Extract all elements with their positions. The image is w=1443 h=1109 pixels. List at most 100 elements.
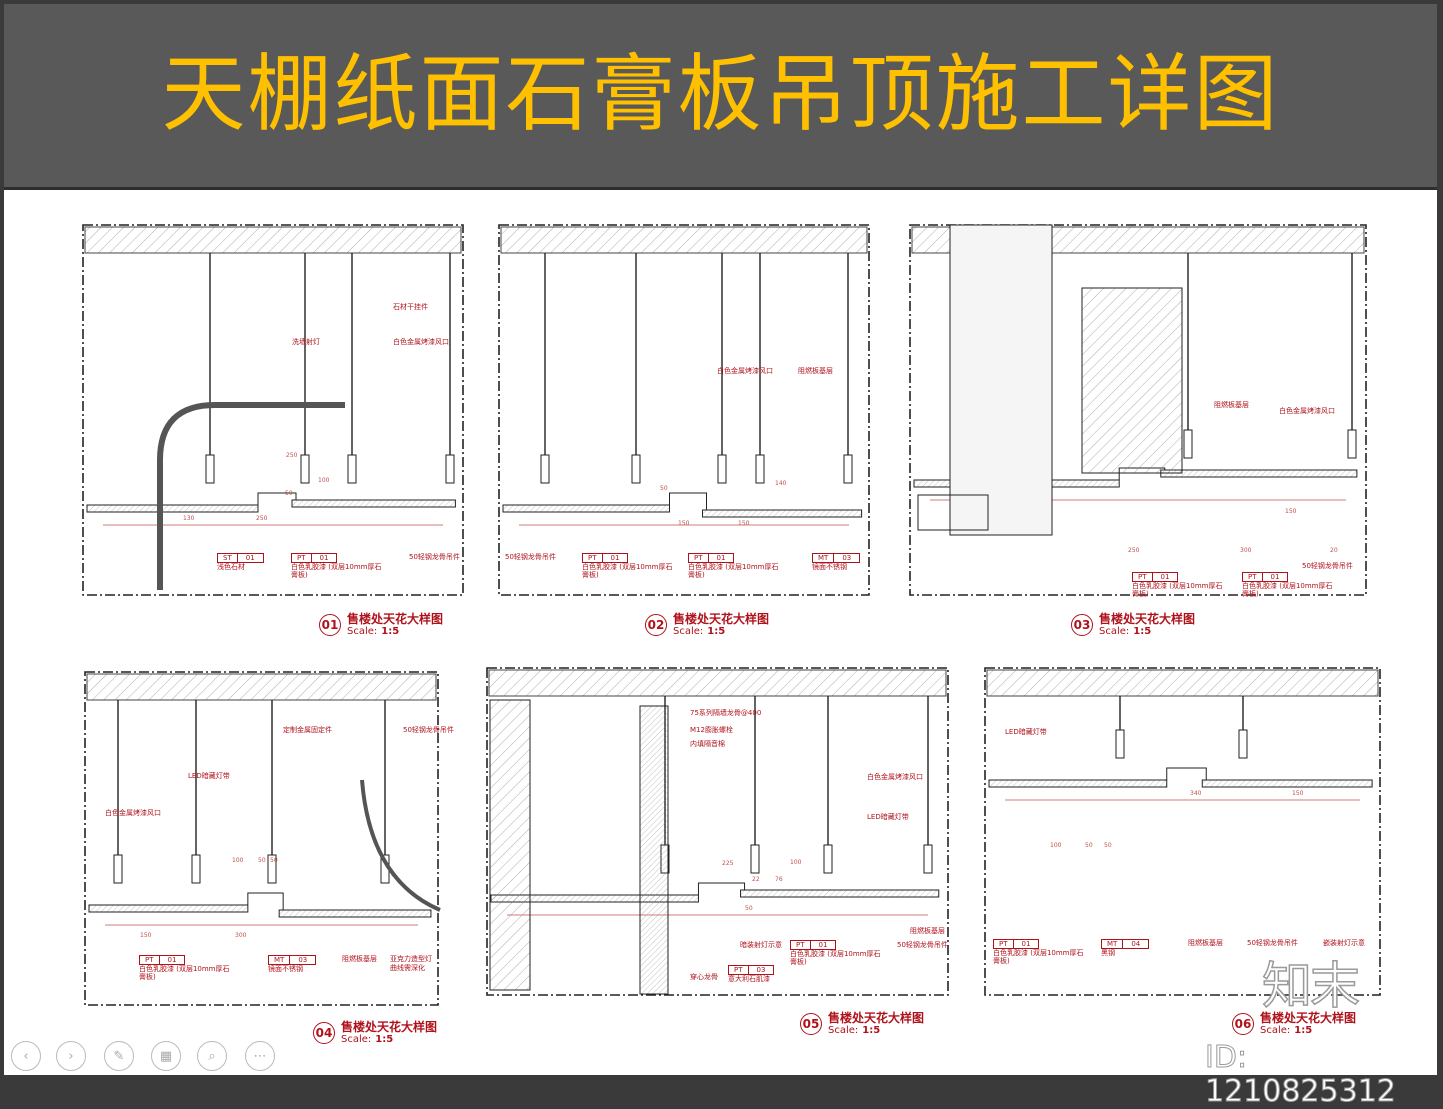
material-number: 01 <box>809 941 836 949</box>
dimension-value: 50 <box>270 857 278 864</box>
panel-03-caption: 03 售楼处天花大样图 Scale:1:5 <box>1071 612 1195 638</box>
material-code: MT <box>818 554 829 562</box>
masonry-wall <box>489 699 531 991</box>
panel-border <box>984 667 1381 996</box>
scale-value: 1:5 <box>1133 626 1152 637</box>
concrete-beam <box>1081 287 1183 474</box>
previous-button[interactable]: ‹ <box>11 1041 41 1071</box>
ceiling-step <box>247 892 284 910</box>
callout-label: 白色金属烤漆风口 <box>1279 407 1335 415</box>
hanger-clip <box>823 844 833 874</box>
dimension-value: 225 <box>722 860 734 867</box>
detail-panel-2 <box>498 224 870 596</box>
next-button[interactable]: › <box>56 1041 86 1071</box>
scale-value: 1:5 <box>707 626 726 637</box>
concrete-slab <box>84 226 462 254</box>
dimension-value: 300 <box>235 932 247 939</box>
dimension-value: 50 <box>258 857 266 864</box>
partition-wall <box>639 705 669 995</box>
callout-label: 亚克力造型灯 <box>390 955 432 963</box>
dimension-value: 150 <box>140 932 152 939</box>
hanger-clip <box>347 454 357 484</box>
material-code: PT <box>694 554 703 562</box>
detail-title: 售楼处天花大样图 <box>341 1020 438 1034</box>
ceiling-step <box>257 492 297 505</box>
material-code: PT <box>1248 573 1257 581</box>
gypsum-board <box>702 509 863 518</box>
gypsum-board <box>86 504 259 513</box>
pen-button[interactable]: ✎ <box>104 1041 134 1071</box>
dimension-value: 100 <box>1050 842 1062 849</box>
scale-label: Scale: <box>1260 1025 1291 1036</box>
material-desc: 白色乳胶漆 (双层10mm厚石膏板) <box>1132 582 1223 598</box>
hanger-clip <box>1115 729 1125 759</box>
callout-label: 暗装射灯示意 <box>740 941 782 949</box>
material-code: ST <box>223 554 232 562</box>
hanger-clip <box>1183 429 1193 459</box>
gypsum-board <box>1201 779 1373 788</box>
panel-border <box>84 671 439 1006</box>
material-desc: 白色乳胶漆 (双层10mm厚石膏板) <box>688 563 779 579</box>
scale-value: 1:5 <box>381 626 400 637</box>
hanger-clip <box>113 854 123 884</box>
material-number: 01 <box>310 554 337 562</box>
material-number: 01 <box>158 956 185 964</box>
material-number: 04 <box>1122 940 1148 948</box>
detail-title: 售楼处天花大样图 <box>1260 1011 1357 1025</box>
material-number: 03 <box>747 966 774 974</box>
page-title: 天棚纸面石膏板吊顶施工详图 <box>161 45 1280 143</box>
dimension-value: 150 <box>1285 508 1297 515</box>
slides-button[interactable]: ▦ <box>151 1041 181 1071</box>
scale-label: Scale: <box>828 1025 859 1036</box>
dimension-value: 50 <box>285 490 293 497</box>
hanger-clip <box>1347 429 1357 459</box>
dimension-value: 50 <box>1104 842 1112 849</box>
zoom-icon: ⌕ <box>208 1048 216 1064</box>
material-desc: 白色乳胶漆 (双层10mm厚石膏板) <box>993 949 1084 965</box>
material-code: PT <box>588 554 597 562</box>
detail-title: 售楼处天花大样图 <box>673 612 770 626</box>
dimension-value: 100 <box>318 477 330 484</box>
material-desc: 浅色石材 <box>217 563 245 571</box>
material-number: 01 <box>1012 940 1039 948</box>
material-desc: 黑钢 <box>1101 949 1115 957</box>
callout-label: 洗墙射灯 <box>292 338 320 346</box>
ceiling-step <box>1166 767 1207 780</box>
callout-label: 50轻钢龙骨吊件 <box>403 726 454 734</box>
material-code: PT <box>796 941 805 949</box>
material-desc: 白色乳胶漆 (双层10mm厚石膏板) <box>291 563 382 579</box>
watermark-logo: 知末 <box>1261 957 1361 1015</box>
material-code: MT <box>274 956 285 964</box>
material-code: PT <box>999 940 1008 948</box>
callout-label: 75系列隔墙龙骨@400 <box>690 709 762 717</box>
callout-label: 白色金属烤漆风口 <box>717 367 773 375</box>
dimension-value: 130 <box>183 515 195 522</box>
material-code: PT <box>145 956 154 964</box>
material-number: 03 <box>289 956 315 964</box>
panel-border <box>486 667 949 996</box>
dimension-value: 300 <box>1240 547 1252 554</box>
more-button[interactable]: ⋯ <box>245 1041 275 1071</box>
callout-label: 嵌装射灯示意 <box>1323 939 1365 947</box>
detail-number: 02 <box>645 614 667 636</box>
window-frame <box>917 494 989 531</box>
dimension-value: 250 <box>286 452 298 459</box>
material-desc: 白色乳胶漆 (双层10mm厚石膏板) <box>790 950 881 966</box>
gypsum-board <box>502 504 670 513</box>
detail-title: 售楼处天花大样图 <box>1099 612 1196 626</box>
callout-label: 阻燃板基层 <box>798 367 833 375</box>
hanger-clip <box>923 844 933 874</box>
hanger-clip <box>750 844 760 874</box>
scale-label: Scale: <box>347 626 378 637</box>
zoom-button[interactable]: ⌕ <box>197 1041 227 1071</box>
dimension-value: 150 <box>738 520 750 527</box>
gypsum-board <box>988 779 1168 788</box>
scale-value: 1:5 <box>862 1025 881 1036</box>
